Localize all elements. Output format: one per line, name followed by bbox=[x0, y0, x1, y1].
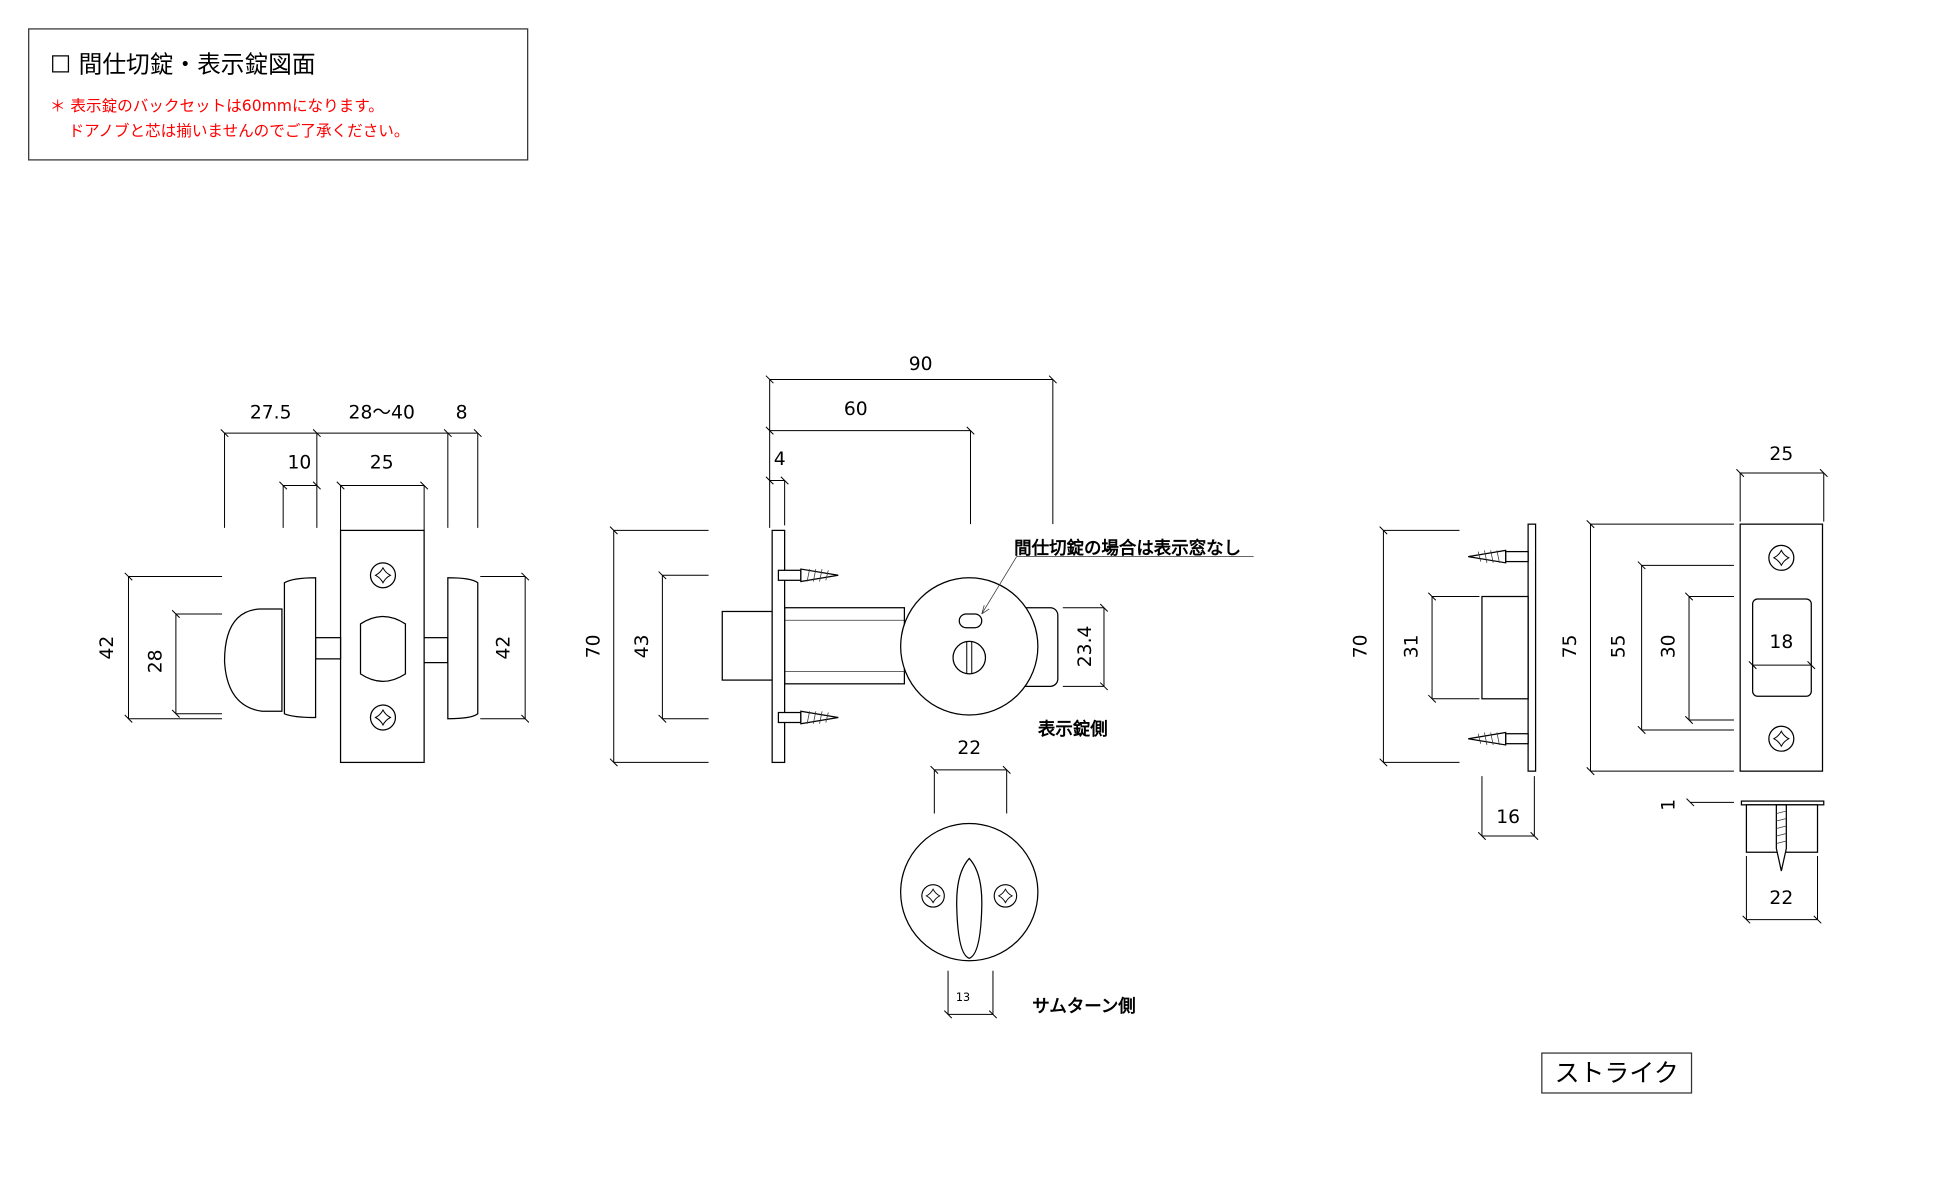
dim-8: 8 bbox=[456, 403, 468, 424]
wood-screw-icon bbox=[1467, 731, 1529, 746]
indicator-side-label: 表示錠側 bbox=[1038, 719, 1108, 740]
strike-view: 70 31 16 25 75 55 30 18 1 22 ストライク bbox=[1350, 444, 1828, 1094]
dim-strike-55: 55 bbox=[1609, 634, 1630, 658]
latch-bolt bbox=[359, 615, 407, 682]
screw-icon bbox=[993, 884, 1018, 908]
screw-icon bbox=[369, 562, 397, 589]
screw-icon bbox=[1768, 725, 1795, 752]
emergency-release bbox=[952, 640, 987, 675]
dim-70: 70 bbox=[583, 634, 604, 658]
dim-strike-25: 25 bbox=[1769, 444, 1793, 465]
screw-icon bbox=[369, 704, 397, 731]
dim-28: 28 bbox=[145, 649, 166, 673]
dim-4: 4 bbox=[774, 449, 786, 470]
dim-strike-1: 1 bbox=[1659, 799, 1680, 811]
dim-60: 60 bbox=[844, 399, 868, 420]
thumbturn-side-label: サムターン側 bbox=[1032, 996, 1136, 1017]
note-line-1: ＊ 表示錠のバックセットは60mmになります。 bbox=[50, 97, 384, 115]
dim-strike-18: 18 bbox=[1769, 632, 1793, 653]
indicator-lock-view: 間仕切錠の場合は表示窓なし 表示錠側 サムターン側 90 60 4 70 43 … bbox=[583, 354, 1254, 1019]
knob bbox=[223, 608, 283, 712]
note-line-2: ドアノブと芯は揃いませんのでご了承ください。 bbox=[69, 121, 410, 140]
lock-side-view: 27.5 28〜40 8 10 25 42 28 42 bbox=[97, 403, 530, 764]
dim-42-left: 42 bbox=[97, 636, 118, 660]
dim-23-4: 23.4 bbox=[1075, 626, 1096, 668]
dim-43: 43 bbox=[632, 634, 653, 658]
dim-strike-30: 30 bbox=[1659, 634, 1680, 658]
dim-42-right: 42 bbox=[493, 636, 514, 660]
dim-22: 22 bbox=[957, 738, 981, 759]
dim-25: 25 bbox=[370, 453, 394, 474]
rose-right bbox=[447, 577, 479, 720]
thumbturn bbox=[956, 857, 983, 959]
wood-screw-icon bbox=[777, 568, 839, 583]
wood-screw-icon bbox=[1467, 549, 1529, 564]
dim-10: 10 bbox=[287, 453, 311, 474]
callout-no-window: 間仕切錠の場合は表示窓なし bbox=[1014, 538, 1241, 559]
drawing-title: ☐ 間仕切錠・表示錠図面 bbox=[50, 51, 316, 79]
dim-strike-31: 31 bbox=[1402, 634, 1423, 658]
screw-icon bbox=[1768, 544, 1795, 571]
dim-28-40: 28〜40 bbox=[349, 403, 415, 424]
dim-13: 13 bbox=[956, 991, 970, 1004]
wood-screw-icon bbox=[777, 710, 839, 725]
dim-strike-75: 75 bbox=[1560, 634, 1581, 658]
screw-icon bbox=[921, 884, 945, 908]
dim-27-5: 27.5 bbox=[250, 403, 292, 424]
strike-label: ストライク bbox=[1555, 1058, 1679, 1087]
dim-strike-16: 16 bbox=[1496, 807, 1520, 828]
rose-left bbox=[283, 577, 317, 719]
header-box: ☐ 間仕切錠・表示錠図面 ＊ 表示錠のバックセットは60mmになります。 ドアノ… bbox=[28, 28, 529, 161]
dim-90: 90 bbox=[909, 354, 933, 375]
dim-strike-22: 22 bbox=[1769, 888, 1793, 909]
indicator-window bbox=[958, 613, 983, 629]
dim-strike-70: 70 bbox=[1350, 634, 1371, 658]
